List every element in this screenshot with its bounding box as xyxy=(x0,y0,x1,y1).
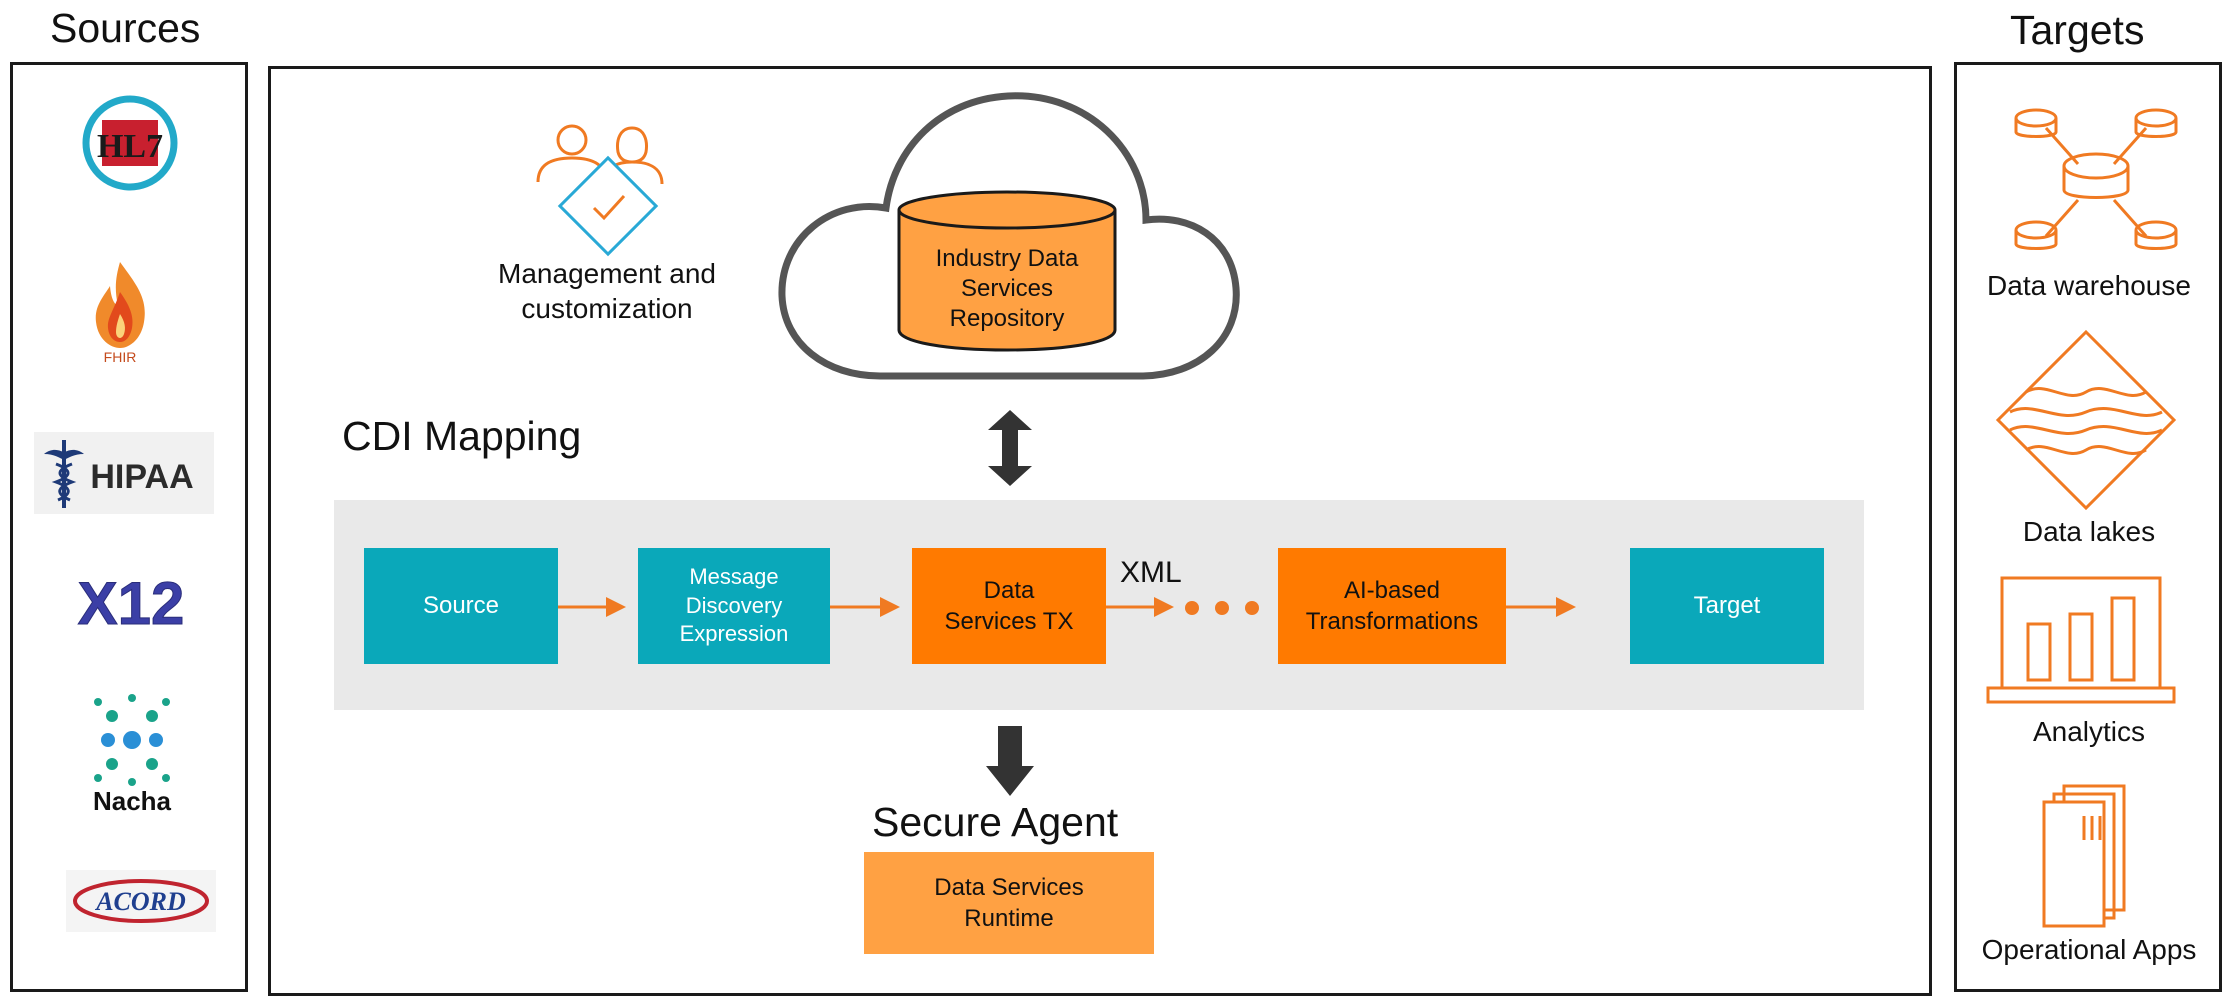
hl7-logo-icon: HL7 xyxy=(82,95,178,191)
data-lake-icon xyxy=(1995,329,2177,511)
repository-database xyxy=(896,190,1118,352)
x12-logo-icon: X12 xyxy=(77,570,185,638)
operational-apps-label: Operational Apps xyxy=(1981,934,2197,965)
double-arrow-icon xyxy=(988,410,1032,486)
repository-label: Industry Data Services Repository xyxy=(935,245,1079,332)
cloud-database-icon xyxy=(897,190,1117,352)
management-icon-container xyxy=(532,112,682,257)
nacha-logo-icon: Nacha xyxy=(93,694,172,816)
analytics-icon xyxy=(1986,576,2176,704)
analytics-label: Analytics xyxy=(2032,716,2146,747)
sources-heading: Sources xyxy=(50,5,201,51)
bidirectional-arrow xyxy=(988,410,1032,486)
flow-ellipsis xyxy=(1180,596,1260,620)
runtime-box: Data Services Runtime xyxy=(864,852,1154,954)
fhir-logo-text: FHIR xyxy=(104,349,137,365)
flow-arrow-2 xyxy=(830,592,910,622)
source-hl7: HL7 xyxy=(82,95,178,191)
source-fhir: FHIR xyxy=(84,258,156,366)
source-nacha: Nacha xyxy=(72,688,192,816)
target-analytics xyxy=(1986,574,2176,708)
users-check-icon xyxy=(536,124,664,257)
fhir-flame-logo-icon: FHIR xyxy=(95,262,145,365)
x12-logo-text: X12 xyxy=(78,570,185,637)
down-arrow xyxy=(986,726,1034,796)
management-label: Management and customization xyxy=(498,258,716,324)
operational-apps-icon xyxy=(2042,784,2126,928)
targets-heading: Targets xyxy=(2010,7,2145,53)
target-operational-apps xyxy=(2040,784,2130,928)
hipaa-caduceus-logo-icon: HIPAA xyxy=(44,440,194,508)
cdi-mapping-heading: CDI Mapping xyxy=(342,413,582,459)
xml-label: XML xyxy=(1120,556,1182,589)
flow-arrow-4 xyxy=(1506,592,1586,622)
data-warehouse-label: Data warehouse xyxy=(1987,270,2191,301)
down-arrow-icon xyxy=(986,726,1034,796)
acord-logo-icon: ACORD xyxy=(73,879,209,923)
sources-panel xyxy=(10,62,248,992)
flow-arrow-3 xyxy=(1106,592,1186,622)
target-data-lakes xyxy=(1995,329,2177,511)
acord-logo-text: ACORD xyxy=(94,887,186,916)
data-lakes-label: Data lakes xyxy=(2022,516,2156,547)
hl7-logo-text: HL7 xyxy=(97,128,163,165)
source-hipaa: HIPAA xyxy=(34,432,214,514)
source-x12: X12 xyxy=(76,568,186,638)
target-data-warehouse xyxy=(2006,104,2186,260)
flow-target-box: Target xyxy=(1630,548,1824,664)
flow-message-discovery-box: Message Discovery Expression xyxy=(638,548,830,664)
hipaa-logo-text: HIPAA xyxy=(90,458,193,496)
data-warehouse-icon xyxy=(2014,108,2178,250)
secure-agent-heading: Secure Agent xyxy=(872,799,1119,845)
flow-ai-transformations-box: AI-based Transformations xyxy=(1278,548,1506,664)
source-acord: ACORD xyxy=(66,870,216,932)
flow-source-box: Source xyxy=(364,548,558,664)
nacha-logo-text: Nacha xyxy=(93,786,172,816)
flow-data-services-tx-box: Data Services TX xyxy=(912,548,1106,664)
